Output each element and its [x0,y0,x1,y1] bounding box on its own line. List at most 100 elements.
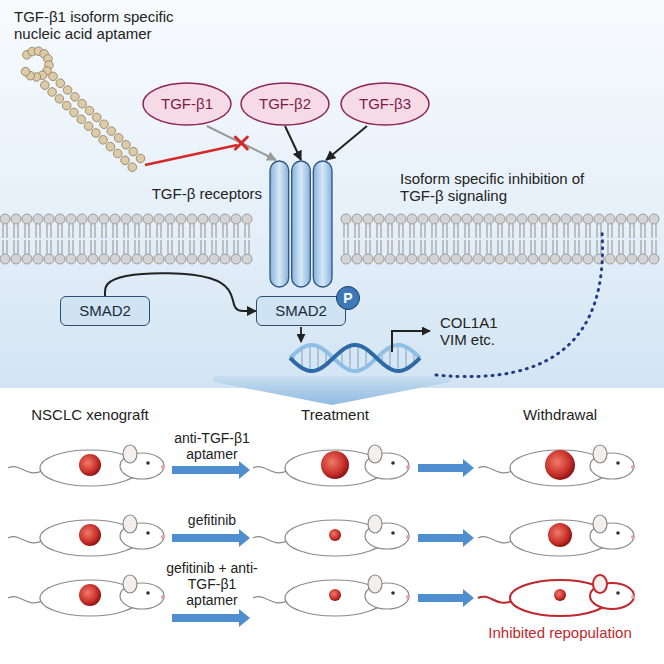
lipid-tail [47,224,51,238]
lipid-tail [509,224,513,238]
node-text: P [343,290,352,306]
aptamer-bead [56,79,65,88]
lipid-head [539,214,549,224]
lipid-head [187,254,197,264]
mouse-figure [253,575,410,616]
lipid-head [143,214,153,224]
lipid-head [77,254,87,264]
stage-heading: Withdrawal [523,406,597,423]
mouse-nose [406,595,410,599]
base-pair [317,346,318,369]
lipid-tail [355,240,359,254]
lipid-head [539,254,549,264]
lipid-head [33,214,43,224]
base-pair [349,346,350,370]
down-chevron [214,376,450,405]
lipid-head [473,214,483,224]
mouse-eye [616,591,620,595]
mouse-eye [146,531,150,535]
tumor [329,529,341,541]
ellipse-shape [143,83,231,125]
lipid-tail [223,240,227,254]
mouse-tail [478,597,512,603]
lipid-tail [619,240,623,254]
stage-heading: Treatment [301,406,369,423]
lipid-tail [91,240,95,254]
lipid-head [462,254,472,264]
ellipse-shape [241,83,329,125]
lipid-tail [36,224,40,238]
tumor [554,589,566,601]
base-pair [397,345,398,371]
mouse-ear [593,445,607,463]
lipid-head [132,214,142,224]
lipid-tail [476,240,480,254]
lipid-tail [80,240,84,254]
lipid-tail [135,240,139,254]
node-text: SMAD2 [275,302,327,320]
aptamer-bead [136,154,145,163]
mouse-figure [478,515,635,556]
lipid-tail [531,224,535,238]
lipid-tail [377,224,381,238]
aptamer-bead [121,156,130,165]
lipid-tail [212,224,216,238]
lipid-tail [14,240,18,254]
lipid-tail [564,240,568,254]
gene-label: COL1A1 VIM etc. [440,314,512,348]
lipid-tail [432,224,436,238]
lipid-tail [641,240,645,254]
lipid-head [44,214,54,224]
tumor [545,450,575,480]
tumor [329,589,341,601]
aptamer-bead [92,113,101,122]
mouse-eye [616,531,620,535]
lipid-head [143,254,153,264]
step-arrow [172,529,250,547]
aptamer-bead [70,108,79,117]
lipid-head [638,214,648,224]
lipid-head [33,254,43,264]
aptamer-bead [77,115,86,124]
aptamer-bead [48,88,57,97]
lipid-tail [234,224,238,238]
mouse-nose [161,535,165,539]
lipid-tail [157,224,161,238]
lipid-tail [102,224,106,238]
lipid-head [418,254,428,264]
lipid-head [572,214,582,224]
lipid-head [473,254,483,264]
lipid-head [44,254,54,264]
aptamer-bead [99,136,108,145]
mouse-nose [406,535,410,539]
lipid-tail [575,224,579,238]
mouse-figure [478,445,635,486]
lipid-tail [69,240,73,254]
lipid-head [385,254,395,264]
lipid-head [616,214,626,224]
dna-helix [290,345,420,371]
mouse-figure [253,515,410,556]
note-label: Isoform specific inhibition of TGF-β sig… [400,170,590,204]
lipid-tail [344,240,348,254]
lipid-tail [619,224,623,238]
mouse-nose [161,595,165,599]
lipid-head [341,254,351,264]
lipid-head [550,214,560,224]
lipid-tail [190,224,194,238]
lipid-tail [157,240,161,254]
lipid-head [110,254,120,264]
step-arrow [418,589,474,607]
lipid-head [341,214,351,224]
aptamer-bead [63,86,72,95]
base-pair [389,347,390,368]
lipid-head [396,214,406,224]
signal-arrow [300,327,302,342]
mouse-nose [631,595,635,599]
lipid-head [649,214,659,224]
lipid-tail [355,224,359,238]
base-pair [309,345,310,371]
lipid-tail [597,240,601,254]
lipid-tail [498,224,502,238]
lipid-tail [586,240,590,254]
